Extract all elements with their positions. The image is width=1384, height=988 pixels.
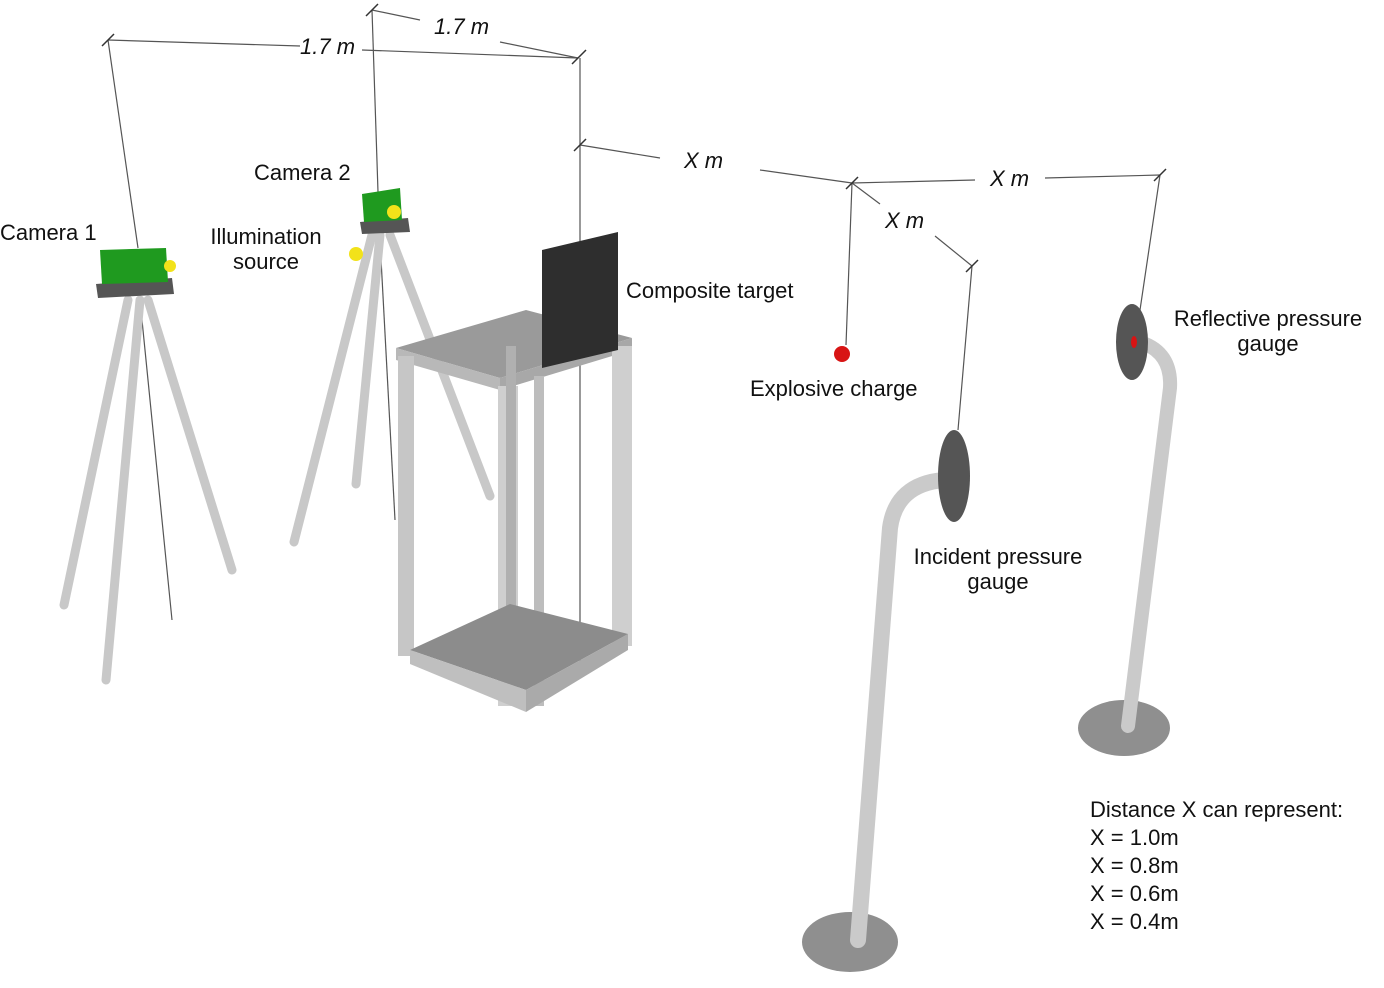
camera2-label: Camera 2 — [254, 160, 351, 185]
dimension-lines — [107, 9, 1161, 668]
target-stand — [396, 310, 632, 712]
camera2-mount — [360, 218, 410, 234]
composite-target-panel — [542, 232, 618, 368]
camera2-tripod — [289, 230, 495, 547]
reflective-gauge — [1078, 304, 1178, 756]
illumination-source-icon — [349, 247, 363, 261]
distance-note: Distance X can represent: X = 1.0m X = 0… — [1090, 796, 1343, 936]
distance-note-heading: Distance X can represent: — [1090, 797, 1344, 822]
composite-target-label: Composite target — [626, 278, 794, 303]
dim-label-cam2-target: 1.7 m — [434, 14, 490, 39]
reflective-gauge-label: Reflective pressure gauge — [1173, 306, 1363, 356]
camera1-lens-icon — [164, 260, 176, 272]
incident-gauge — [802, 430, 970, 972]
explosive-charge-icon — [834, 346, 850, 362]
dim-label-cam1-cam2: 1.7 m — [300, 34, 356, 59]
distance-value: X = 1.0m — [1090, 825, 1179, 850]
dim-label-charge-reflective: X m — [990, 166, 1030, 191]
dim-label-charge-incident: X m — [885, 208, 925, 233]
camera1-label: Camera 1 — [0, 220, 97, 245]
distance-value: X = 0.6m — [1090, 881, 1179, 906]
dim-label-target-charge: X m — [684, 148, 724, 173]
incident-gauge-label: Incident pressure gauge — [913, 544, 1083, 594]
explosive-charge-label: Explosive charge — [750, 376, 918, 401]
camera1-body — [100, 248, 168, 284]
camera1-tripod — [59, 295, 237, 685]
distance-value: X = 0.4m — [1090, 909, 1179, 934]
distance-value: X = 0.8m — [1090, 853, 1179, 878]
dimension-ticks — [101, 3, 1167, 273]
illumination-label: Illumination source — [210, 224, 322, 274]
camera2-lens-icon — [387, 205, 401, 219]
